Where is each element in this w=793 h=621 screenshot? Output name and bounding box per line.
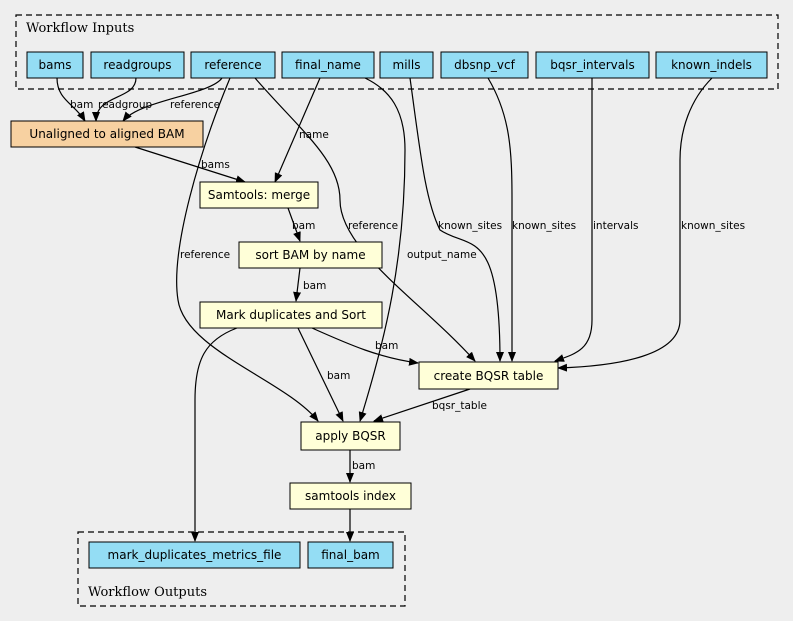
workflow-outputs-cluster bbox=[77, 531, 406, 607]
edge-label-reference-bqsr: reference bbox=[348, 220, 398, 232]
step-node-merge-label: Samtools: merge bbox=[208, 188, 310, 202]
edges bbox=[56, 77, 713, 542]
edge-merge-sort bbox=[287, 207, 301, 242]
workflow-inputs-label: Workflow Inputs bbox=[26, 21, 134, 36]
output-node-final-bam[interactable]: final_bam bbox=[307, 541, 394, 569]
output-node-final-bam-label: final_bam bbox=[321, 548, 380, 562]
step-node-markdup-label: Mark duplicates and Sort bbox=[216, 308, 366, 322]
edge-label-markdup-apply: bam bbox=[327, 370, 350, 382]
edge-label-bqsr-apply: bqsr_table bbox=[432, 400, 487, 412]
edge-label-final-name-merge: name bbox=[299, 129, 329, 141]
step-node-sort-name-label: sort BAM by name bbox=[255, 248, 365, 262]
edge-markdup-apply bbox=[297, 327, 344, 422]
step-node-markdup[interactable]: Mark duplicates and Sort bbox=[199, 301, 383, 329]
edge-label-markdup-bqsr: bam bbox=[375, 340, 398, 352]
input-node-known-indels-label: known_indels bbox=[671, 58, 752, 72]
edge-label-readgroups-align: readgroup bbox=[98, 99, 152, 111]
edge-align-merge bbox=[134, 146, 246, 184]
input-node-dbsnp-vcf[interactable]: dbsnp_vcf bbox=[440, 51, 529, 79]
input-node-bams-label: bams bbox=[39, 58, 72, 72]
step-node-bqsr-table[interactable]: create BQSR table bbox=[418, 361, 559, 390]
edge-bams-align bbox=[56, 77, 86, 122]
step-nodes: Unaligned to aligned BAM Samtools: merge… bbox=[10, 120, 559, 510]
edge-label-indels-bqsr: known_sites bbox=[681, 220, 745, 232]
edge-readgroups-align bbox=[92, 77, 137, 122]
edge-label-mills-bqsr: known_sites bbox=[438, 220, 502, 232]
workflow-outputs-label: Workflow Outputs bbox=[88, 585, 207, 600]
output-nodes: mark_duplicates_metrics_file final_bam bbox=[88, 541, 394, 569]
edge-label-reference-apply: reference bbox=[180, 249, 230, 261]
edge-label-apply-index: bam bbox=[352, 460, 375, 472]
edge-markdup-metrics bbox=[191, 327, 238, 542]
input-node-readgroups-label: readgroups bbox=[103, 58, 171, 72]
edge-intervals-bqsr bbox=[554, 78, 593, 362]
output-node-metrics[interactable]: mark_duplicates_metrics_file bbox=[88, 541, 301, 569]
edge-reference-apply bbox=[176, 77, 319, 422]
edge-reference-align bbox=[122, 77, 223, 122]
step-node-sort-name[interactable]: sort BAM by name bbox=[238, 241, 383, 269]
step-node-bqsr-table-label: create BQSR table bbox=[434, 369, 544, 383]
edge-final-name-merge bbox=[274, 77, 321, 183]
input-node-dbsnp-vcf-label: dbsnp_vcf bbox=[454, 58, 515, 72]
input-node-mills[interactable]: mills bbox=[379, 51, 434, 79]
step-node-align[interactable]: Unaligned to aligned BAM bbox=[10, 120, 204, 148]
input-node-readgroups[interactable]: readgroups bbox=[90, 51, 185, 79]
input-node-mills-label: mills bbox=[393, 58, 421, 72]
output-node-metrics-label: mark_duplicates_metrics_file bbox=[108, 548, 282, 562]
input-node-bams[interactable]: bams bbox=[26, 51, 84, 79]
edge-dbsnp-bqsr bbox=[487, 77, 516, 362]
edge-bqsr-apply bbox=[373, 388, 471, 422]
edge-labels: bam readgroup reference name bams bam ba… bbox=[70, 99, 745, 472]
edge-label-align-merge: bams bbox=[201, 159, 230, 171]
edge-label-final-name-apply: output_name bbox=[407, 249, 477, 261]
workflow-inputs-cluster bbox=[15, 14, 779, 90]
input-node-reference-label: reference bbox=[204, 58, 261, 72]
edge-markdup-bqsr bbox=[311, 327, 419, 366]
edge-final-name-apply bbox=[358, 77, 406, 422]
step-node-index[interactable]: samtools index bbox=[289, 482, 412, 510]
edge-label-dbsnp-bqsr: known_sites bbox=[512, 220, 576, 232]
edge-reference-bqsr bbox=[254, 77, 476, 362]
input-node-reference[interactable]: reference bbox=[190, 51, 276, 79]
step-node-apply-bqsr[interactable]: apply BQSR bbox=[300, 421, 401, 451]
input-node-final-name-label: final_name bbox=[295, 58, 361, 72]
edge-sort-markdup bbox=[293, 267, 302, 302]
input-node-final-name[interactable]: final_name bbox=[281, 51, 375, 79]
step-node-align-label: Unaligned to aligned BAM bbox=[29, 127, 184, 141]
edge-label-intervals-bqsr: intervals bbox=[593, 220, 639, 232]
step-node-index-label: samtools index bbox=[305, 489, 396, 503]
input-node-bqsr-intervals-label: bqsr_intervals bbox=[550, 58, 634, 72]
input-node-bqsr-intervals[interactable]: bqsr_intervals bbox=[535, 51, 650, 79]
step-node-apply-bqsr-label: apply BQSR bbox=[315, 429, 385, 443]
edge-mills-bqsr bbox=[409, 77, 504, 362]
input-nodes: bams readgroups reference final_name mil… bbox=[26, 51, 768, 79]
input-node-known-indels[interactable]: known_indels bbox=[655, 51, 768, 79]
edge-label-reference-align: reference bbox=[170, 99, 220, 111]
edge-label-merge-sort: bam bbox=[292, 220, 315, 232]
step-node-merge[interactable]: Samtools: merge bbox=[199, 181, 319, 209]
edge-indels-bqsr bbox=[557, 77, 713, 372]
edge-label-bams-align: bam bbox=[70, 99, 93, 111]
edge-label-sort-markdup: bam bbox=[303, 280, 326, 292]
